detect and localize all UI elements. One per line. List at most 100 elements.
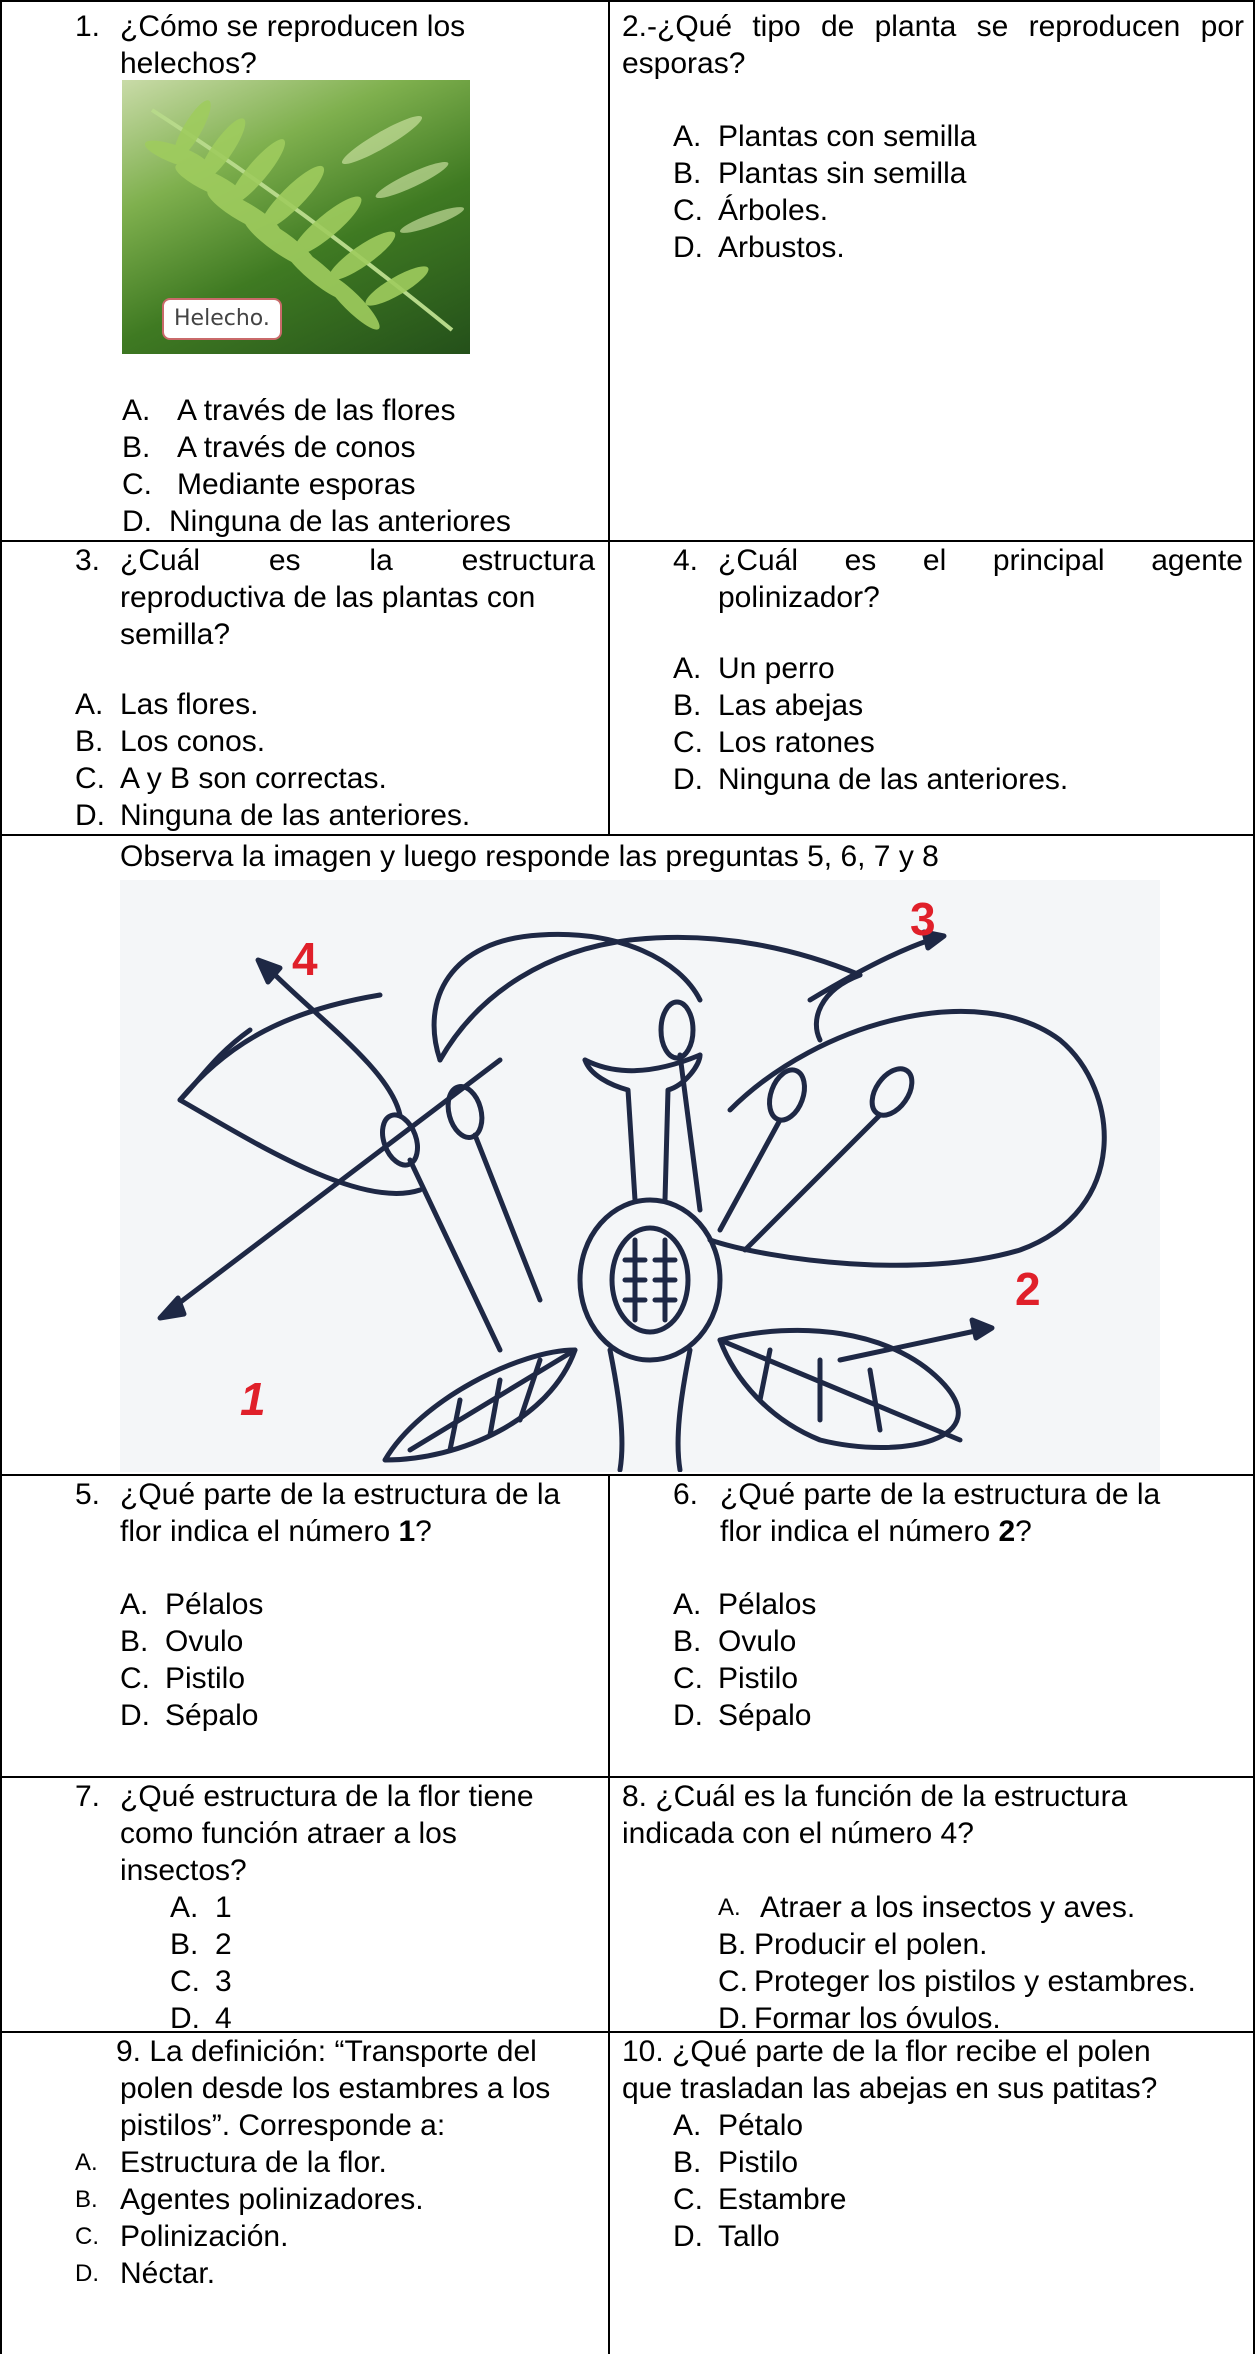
fern-photo: Helecho. — [122, 80, 470, 354]
option-c: C.Mediante esporas — [122, 468, 416, 501]
option-d: D.Ninguna de las anteriores. — [673, 763, 1069, 796]
question-text-line-1: 2.-¿Qué tipo de planta se reproducen por — [622, 10, 1244, 43]
question-9: 9. La definición: “Transporte del polen … — [116, 2033, 601, 2144]
question-text-line-2: esporas? — [622, 47, 746, 80]
question-1-stem: 1. ¿Cómo se reproducen los helechos? — [75, 8, 595, 82]
fern-leaf-icon — [144, 100, 465, 332]
question-1: 1. ¿Cómo se reproducen los helechos? — [75, 8, 595, 82]
option-b: B.Ovulo — [120, 1625, 244, 1658]
question-2: 2.-¿Qué tipo de planta se reproducen por… — [622, 8, 1244, 82]
label-1: 1 — [240, 1373, 266, 1425]
option-a: A.1 — [170, 1891, 232, 1924]
option-a: A.Estructura de la flor. — [75, 2146, 387, 2179]
option-d: D.Ninguna de las anteriores. — [75, 799, 471, 832]
table-border-left — [0, 0, 2, 2354]
question-8-options: A.Atraer a los insectos y aves. B.Produc… — [718, 1889, 1248, 2037]
option-c: C.3 — [170, 1965, 232, 1998]
option-a: A.Plantas con semilla — [673, 120, 977, 153]
question-text-line-3: semilla? — [120, 618, 231, 651]
option-d: D.Néctar. — [75, 2257, 216, 2290]
label-4: 4 — [292, 933, 318, 985]
option-b: B.Ovulo — [673, 1625, 797, 1658]
question-3-options: A.Las flores. B.Los conos. C.A y B son c… — [75, 686, 595, 834]
option-a: A.Un perro — [673, 652, 835, 685]
question-4-options: A.Un perro B.Las abejas C.Los ratones D.… — [673, 650, 1243, 798]
option-d: D.Sépalo — [673, 1699, 812, 1732]
question-6-options: A.Pélalos B.Ovulo C.Pistilo D.Sépalo — [673, 1586, 1233, 1734]
left-sepal — [382, 1347, 578, 1463]
question-text-line-3: pistilos”. Corresponde a: — [120, 2109, 446, 2142]
option-a: A.Pétalo — [673, 2109, 804, 2142]
row-divider-3 — [0, 1474, 1255, 1476]
option-a: A.A través de las flores — [122, 394, 456, 427]
table-border-right — [1253, 0, 1255, 2354]
row-divider-2 — [0, 834, 1255, 836]
option-c: C.Árboles. — [673, 194, 829, 227]
question-7: 7. ¿Qué estructura de la flor tiene como… — [75, 1778, 595, 1889]
option-b: B.2 — [170, 1928, 232, 1961]
option-d: D.Tallo — [673, 2220, 780, 2253]
question-text-line-2: reproductiva de las plantas con — [120, 581, 536, 614]
question-text-line-1: ¿Qué parte de la estructura de la — [120, 1478, 561, 1511]
option-b: B.Agentes polinizadores. — [75, 2183, 424, 2216]
question-10: 10. ¿Qué parte de la flor recibe el pole… — [622, 2033, 1244, 2107]
option-c: C.Estambre — [673, 2183, 847, 2216]
option-d: D.Formar los óvulos. — [718, 2002, 1001, 2035]
question-7-options: A.1 B.2 C.3 D.4 — [170, 1889, 570, 2037]
question-number: 1. — [75, 10, 101, 43]
option-a: A.Atraer a los insectos y aves. — [718, 1891, 1136, 1924]
question-number: 4. — [673, 544, 699, 577]
option-c: C.Proteger los pistilos y estambres. — [718, 1965, 1196, 1998]
question-9-options: A.Estructura de la flor. B.Agentes polin… — [75, 2144, 595, 2292]
option-c: C.A y B son correctas. — [75, 762, 387, 795]
flower-drawing: 4 3 2 1 — [157, 893, 1107, 1473]
option-c: C.Pistilo — [120, 1662, 246, 1695]
option-d: D.4 — [170, 2002, 232, 2035]
option-a: A.Pélalos — [673, 1588, 817, 1621]
question-number: 7. — [75, 1780, 101, 1813]
option-d: D.Ninguna de las anteriores — [122, 505, 511, 538]
row-divider-5 — [0, 2031, 1255, 2033]
question-text-line-1: ¿Qué estructura de la flor tiene — [120, 1780, 534, 1813]
top-petal — [431, 931, 703, 1063]
option-b: B.Pistilo — [673, 2146, 799, 2179]
question-text: ¿Cómo se reproducen los helechos? — [120, 10, 466, 80]
option-d: D.Arbustos. — [673, 231, 845, 264]
option-c: C.Los ratones — [673, 726, 875, 759]
label-3: 3 — [910, 893, 936, 945]
right-petal — [707, 1009, 1107, 1268]
option-a: A.Las flores. — [75, 688, 259, 721]
question-text-line-2: flor indica el número 2? — [720, 1515, 1032, 1548]
question-5-options: A.Pélalos B.Ovulo C.Pistilo D.Sépalo — [120, 1586, 590, 1734]
flower-diagram: 4 3 2 1 — [120, 880, 1160, 1473]
question-text-line-2: que trasladan las abejas en sus patitas? — [622, 2072, 1158, 2105]
column-divider-top — [608, 0, 610, 836]
question-text-line-2: indicada con el número 4? — [622, 1817, 974, 1850]
image-caption: Helecho. — [162, 298, 282, 340]
option-b: B.Plantas sin semilla — [673, 157, 967, 190]
option-c: C.Polinización. — [75, 2220, 289, 2253]
option-b: B.Producir el polen. — [718, 1928, 988, 1961]
option-b: B.A través de conos — [122, 431, 416, 464]
question-2-options: A.Plantas con semilla B.Plantas sin semi… — [673, 118, 1233, 266]
question-text-line-1: 9. La definición: “Transporte del — [116, 2035, 537, 2068]
question-number: 3. — [75, 544, 101, 577]
question-text-line-2: flor indica el número 1? — [120, 1515, 432, 1548]
question-text-line-2: como función atraer a los — [120, 1817, 457, 1850]
question-text-line-2: polen desde los estambres a los — [120, 2072, 551, 2105]
diagram-instruction: Observa la imagen y luego responde las p… — [120, 840, 939, 873]
question-5: 5. ¿Qué parte de la estructura de la flo… — [75, 1476, 595, 1550]
question-number: 6. — [673, 1478, 699, 1511]
option-b: B.Las abejas — [673, 689, 864, 722]
question-text-line-1: 10. ¿Qué parte de la flor recibe el pole… — [622, 2035, 1151, 2068]
label-2: 2 — [1015, 1263, 1041, 1315]
stem — [607, 1347, 693, 1473]
question-text-line-3: insectos? — [120, 1854, 247, 1887]
question-number: 5. — [75, 1478, 101, 1511]
question-text-line-2: polinizador? — [718, 581, 880, 614]
